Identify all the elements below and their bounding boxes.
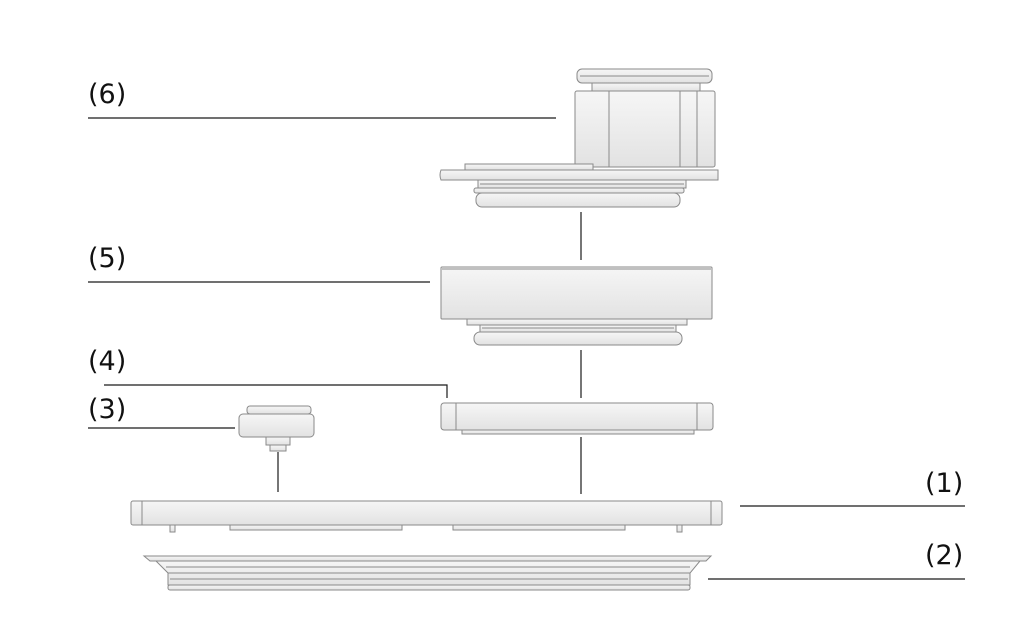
assembly-axis-lines xyxy=(277,212,582,494)
part-6-component xyxy=(439,68,719,208)
part-label-1: (1) xyxy=(925,468,964,499)
part-label-6: (6) xyxy=(88,79,127,110)
part-label-3: (3) xyxy=(88,394,127,425)
part-label-4: (4) xyxy=(88,346,127,377)
part-4-component xyxy=(440,402,714,435)
part-5-component xyxy=(440,266,713,346)
leader-line-4 xyxy=(104,384,448,398)
part-label-5: (5) xyxy=(88,243,127,274)
part-3-component xyxy=(238,405,315,452)
part-label-2: (2) xyxy=(925,540,964,571)
leader-lines xyxy=(88,117,965,580)
part-2-component xyxy=(142,555,713,591)
part-1-component xyxy=(130,500,723,533)
